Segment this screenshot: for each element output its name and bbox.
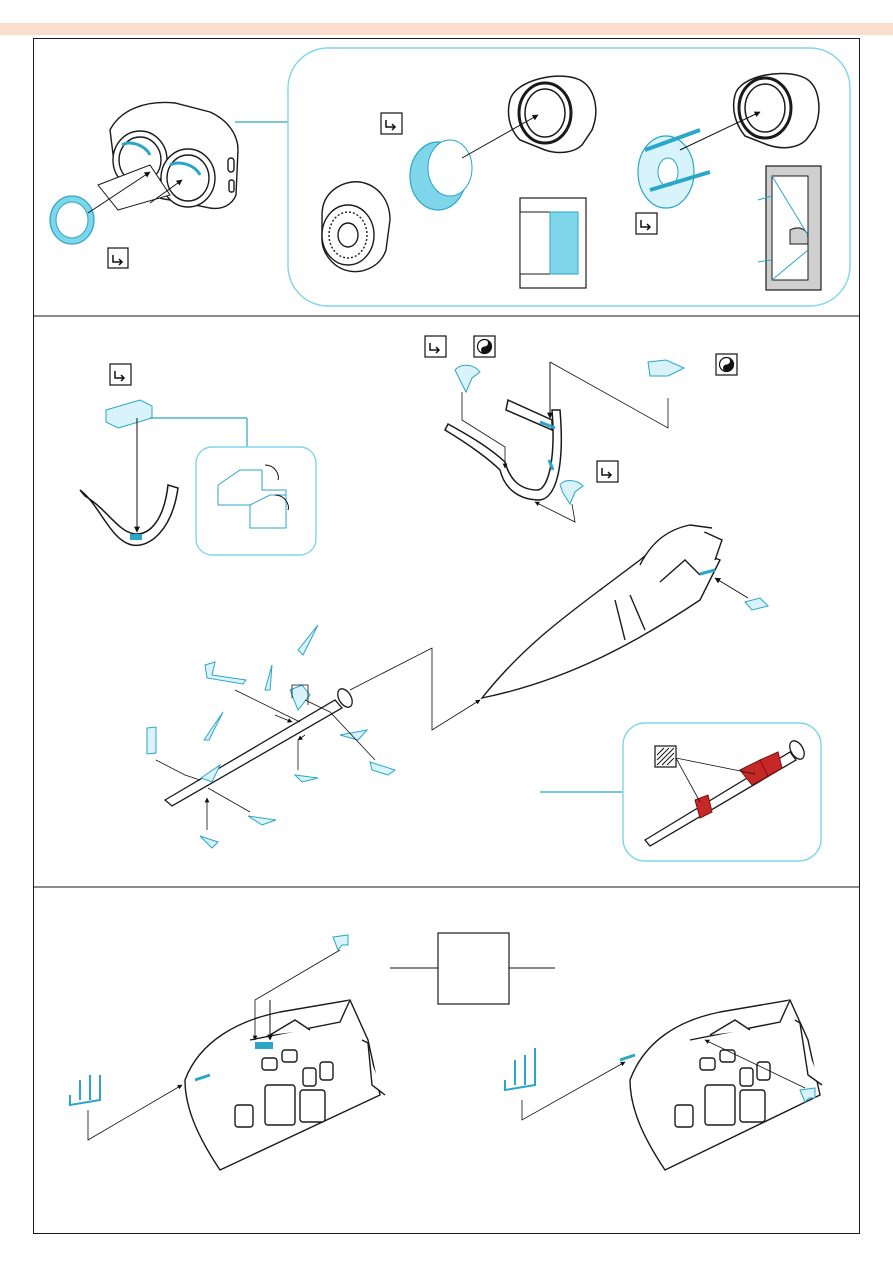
fold-icon: [381, 113, 402, 134]
vent-part: [333, 935, 348, 950]
intake-duct-cylinder-2: [734, 73, 819, 147]
fold-icon: [110, 364, 131, 385]
probe-vane-parts: [147, 625, 395, 848]
small-panel-part: [745, 598, 768, 610]
canopy-frame: [445, 400, 561, 500]
intake-ring-part: [50, 196, 94, 244]
legend-box: [438, 933, 509, 1004]
side-section-view: [758, 166, 821, 290]
leader-line: [522, 1062, 625, 1120]
optional-icon: [716, 354, 737, 375]
leader-line: [88, 1085, 182, 1140]
nose-probe-section: [80, 336, 821, 861]
compressor-face: [322, 182, 390, 272]
hatched-mask-icon: [655, 746, 676, 767]
sill-part-fitted: [130, 534, 142, 540]
fuselage-part-fitted: [255, 1042, 273, 1049]
fold-icon: [597, 461, 618, 482]
fold-icon: [425, 336, 446, 357]
nose-fuselage: [482, 525, 722, 698]
leader-line: [715, 578, 748, 598]
leader-line: [350, 648, 480, 730]
pitot-probe: [165, 686, 355, 806]
bracket-part: [106, 400, 152, 428]
mirror-part: [455, 365, 480, 392]
intake-duct-cylinder: [508, 76, 595, 152]
mirror-part: [648, 360, 684, 376]
probe-leaders: [156, 685, 375, 830]
step-part: [70, 1075, 100, 1105]
fuselage-part-fitted: [620, 1055, 635, 1060]
fold-icon: [108, 248, 128, 268]
fold-icon: [636, 213, 657, 234]
fuselage-left: [185, 1000, 385, 1170]
leader-line: [535, 502, 575, 522]
section-view: [520, 198, 586, 288]
step-part: [505, 1048, 535, 1090]
fuselage-right: [630, 1000, 822, 1170]
fuselage-section: [70, 933, 822, 1170]
optional-icon: [474, 336, 495, 357]
intake-section: [50, 48, 850, 306]
cockpit-sill: [80, 485, 178, 545]
mirror-part: [560, 481, 583, 504]
